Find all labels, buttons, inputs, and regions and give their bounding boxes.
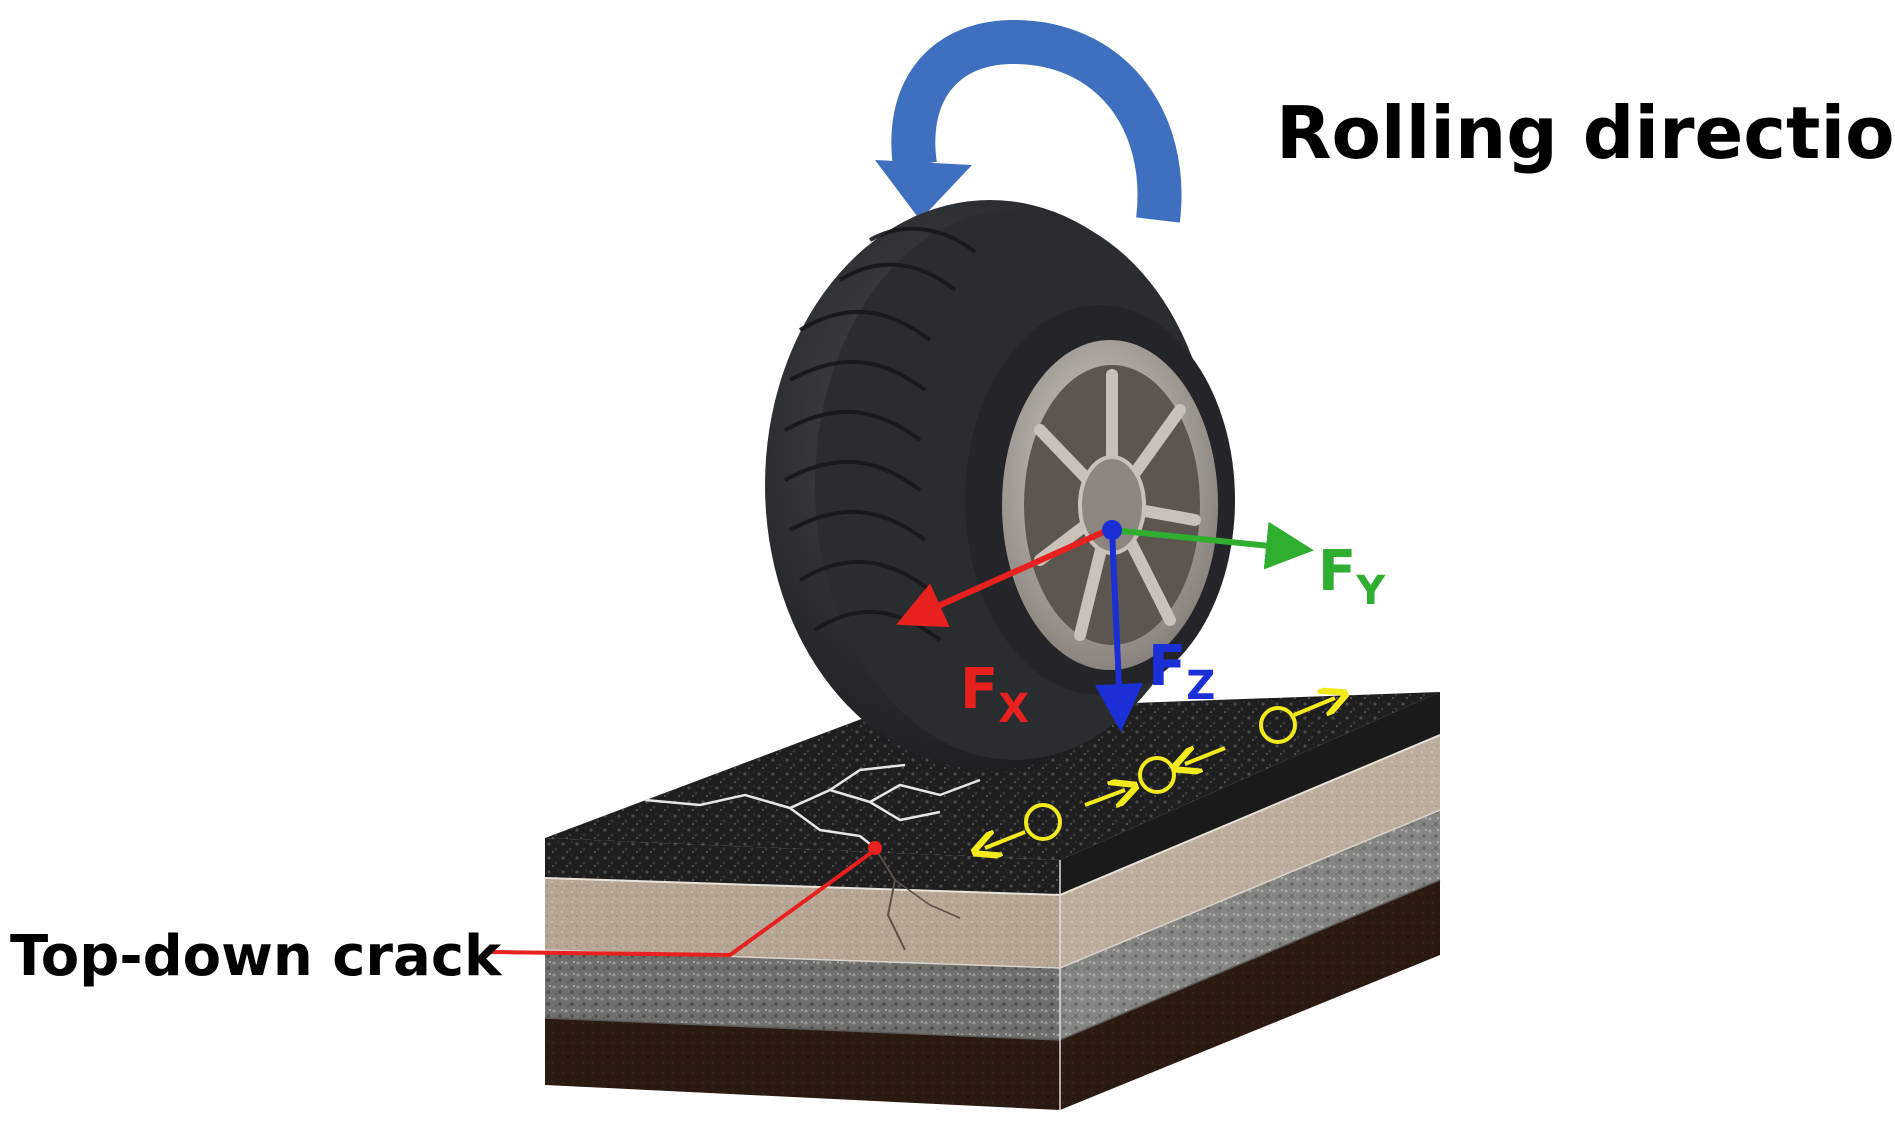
surface-top xyxy=(545,692,1440,860)
strain-marker-icon xyxy=(1259,698,1335,744)
second-layer-front xyxy=(545,878,1060,968)
load-point xyxy=(1102,520,1122,540)
strain-markers xyxy=(985,698,1335,848)
fz-arrow xyxy=(1094,529,1143,732)
base-layer-front xyxy=(545,950,1060,1040)
top-down-crack-label: Top-down crack xyxy=(10,924,503,989)
rolling-direction-label: Rolling direction xyxy=(1276,91,1895,175)
rolling-direction-arrow xyxy=(875,19,1182,223)
subgrade-layer-side xyxy=(1060,880,1440,1110)
crack-leader xyxy=(489,841,882,958)
crack-icon xyxy=(644,763,981,951)
fy-arrow xyxy=(1111,521,1314,570)
fy-label: FY xyxy=(1318,539,1386,614)
surface-layer-front xyxy=(545,838,1060,895)
base-layer-side xyxy=(1060,810,1440,1040)
surface-layer-side xyxy=(1060,692,1440,895)
fx-arrow xyxy=(896,527,1110,628)
force-vectors xyxy=(896,520,1314,732)
strain-marker-icon xyxy=(1084,748,1226,805)
second-layer-side xyxy=(1060,735,1440,968)
strain-marker-icon xyxy=(985,803,1062,848)
subgrade-layer-front xyxy=(545,1018,1060,1110)
fz-label: FZ xyxy=(1148,634,1215,709)
fx-label: FX xyxy=(960,657,1029,732)
wheel-rim-icon xyxy=(1002,340,1218,670)
